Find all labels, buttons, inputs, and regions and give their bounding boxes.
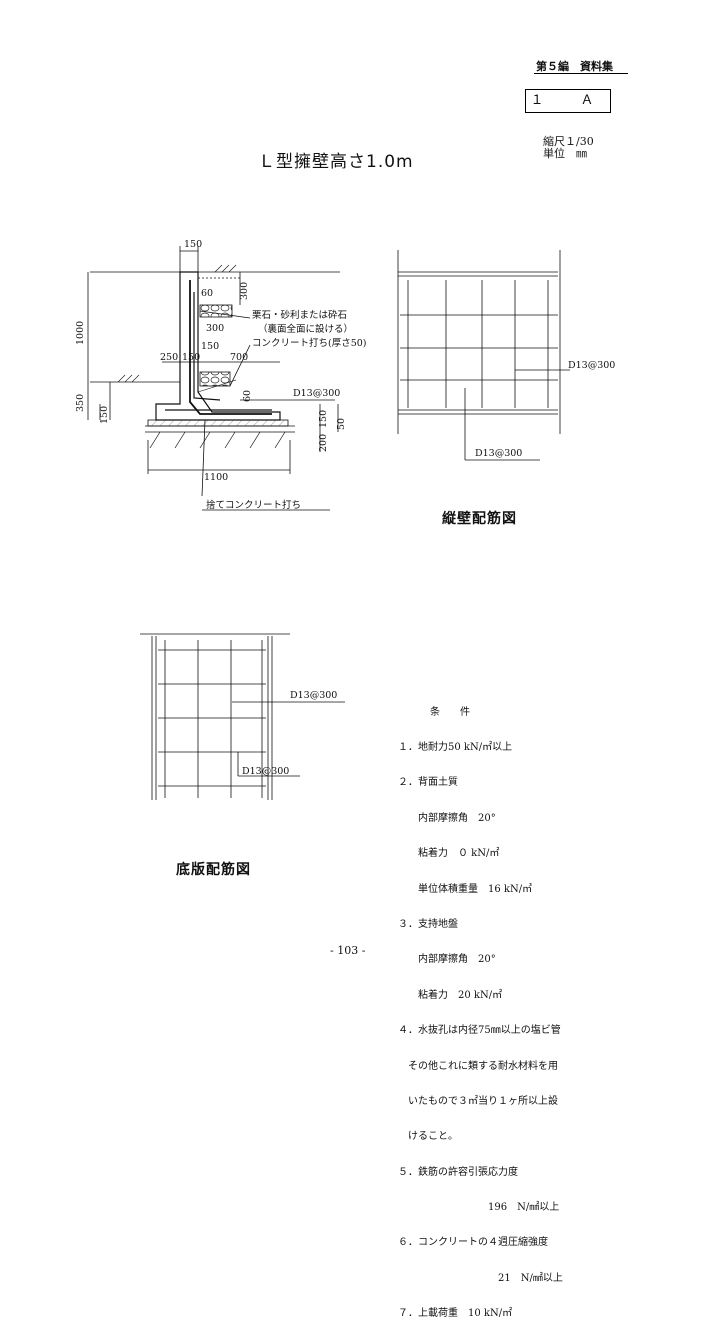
drawing-title: Ｌ型擁壁高さ1.0m <box>258 152 414 172</box>
base-rebar-label-bottom: D13@300 <box>242 766 289 777</box>
cond-line: いたもので３㎡当り１ヶ所以上設 <box>398 1095 558 1107</box>
dim-base-offset: 250 <box>160 352 178 363</box>
scale-ratio: 縮尺１/30 <box>543 135 594 148</box>
dim-haunch-60: 60 <box>242 390 253 402</box>
dim-backfill-60: 60 <box>201 288 213 299</box>
cond-line: けること。 <box>398 1131 458 1143</box>
dim-backfill-300-top: 300 <box>239 282 250 300</box>
section-underline <box>534 73 628 74</box>
page-number: - 103 - <box>330 944 366 957</box>
cond-line: ６．コンクリートの４週圧縮強度 <box>398 1237 548 1249</box>
rebar-main <box>189 280 272 415</box>
cond-line: ４．水抜孔は内径75㎜以上の塩ビ管 <box>398 1025 561 1037</box>
lean-concrete <box>147 419 289 427</box>
scale-block: 縮尺１/30 単位 ㎜ <box>543 136 594 160</box>
label-rebar-section: D13@300 <box>293 388 340 399</box>
wall-rebar-caption: 縦壁配筋図 <box>442 511 517 527</box>
base-rebar-diagram <box>140 633 345 800</box>
backfill-gravel-lower <box>199 371 231 387</box>
label-backfill-note: （裏面全面に設ける） <box>258 323 353 335</box>
conditions-heading: 条 件 <box>430 706 470 718</box>
dim-lean: 200 <box>318 434 329 452</box>
cond-line: その他これに類する耐水材料を用 <box>398 1060 558 1072</box>
section-diagram <box>87 246 340 511</box>
dim-base-thickness: 150 <box>318 410 329 428</box>
label-backfill: 栗石・砂利または砕石 <box>252 309 347 321</box>
cond-line: 内部摩擦角 20° <box>398 812 496 824</box>
dim-base-width: 1100 <box>204 472 228 483</box>
dim-top-width: 150 <box>184 239 202 250</box>
soil-hatch-front <box>117 374 140 383</box>
wall-rebar-label-right: D13@300 <box>568 360 615 371</box>
dim-base-left: 150 <box>99 406 110 424</box>
ground-foot-hatch <box>149 431 286 449</box>
cond-line: １．地耐力50 kN/㎡以上 <box>398 741 513 753</box>
dim-height-total: 1000 <box>75 321 86 345</box>
conditions-block: 条 件 １．地耐力50 kN/㎡以上 ２．背面土質 内部摩擦角 20° 粘着力 … <box>398 683 563 1332</box>
label-concrete: コンクリート打ち(厚さ50) <box>252 337 367 349</box>
soil-hatch-back <box>214 264 237 273</box>
dim-heel: 700 <box>230 352 248 363</box>
base-rebar-label-top: D13@300 <box>290 690 337 701</box>
section-label: 第５編 資料集 <box>536 60 613 73</box>
cond-line: 粘着力 20 kN/㎡ <box>398 989 503 1001</box>
dim-backfill-300: 300 <box>206 323 224 334</box>
wall-rebar-label-bottom: D13@300 <box>475 448 522 459</box>
dim-base-mid: 150 <box>182 352 200 363</box>
base-rebar-caption: 底版配筋図 <box>176 862 251 878</box>
drawing-canvas: 150 1000 350 150 250 150 700 150 60 300 … <box>75 239 615 800</box>
drawing-code: １ Ａ <box>525 89 611 113</box>
cond-line: ３．支持地盤 <box>398 918 458 930</box>
cond-line: 21 N/㎟以上 <box>398 1272 563 1284</box>
cond-line: 内部摩擦角 20° <box>398 954 496 966</box>
cond-line: ７．上載荷重 10 kN/㎡ <box>398 1308 513 1320</box>
dim-lean-thin: 50 <box>336 418 347 430</box>
cond-line: 単位体積重量 16 kN/㎥ <box>398 883 533 895</box>
dim-base-mid-2: 150 <box>201 341 219 352</box>
label-lean-concrete: 捨てコンクリート打ち <box>206 499 301 511</box>
wall-rebar-diagram <box>397 250 570 461</box>
cond-line: ２．背面土質 <box>398 777 458 789</box>
cond-line: 粘着力 ０ kN/㎡ <box>398 848 500 860</box>
cond-line: ５．鉄筋の許容引張応力度 <box>398 1166 518 1178</box>
cond-line: 196 N/㎟以上 <box>398 1202 560 1214</box>
dim-front-height: 350 <box>75 394 86 412</box>
wall-outline <box>155 271 281 421</box>
scale-unit: 単位 ㎜ <box>543 147 587 160</box>
